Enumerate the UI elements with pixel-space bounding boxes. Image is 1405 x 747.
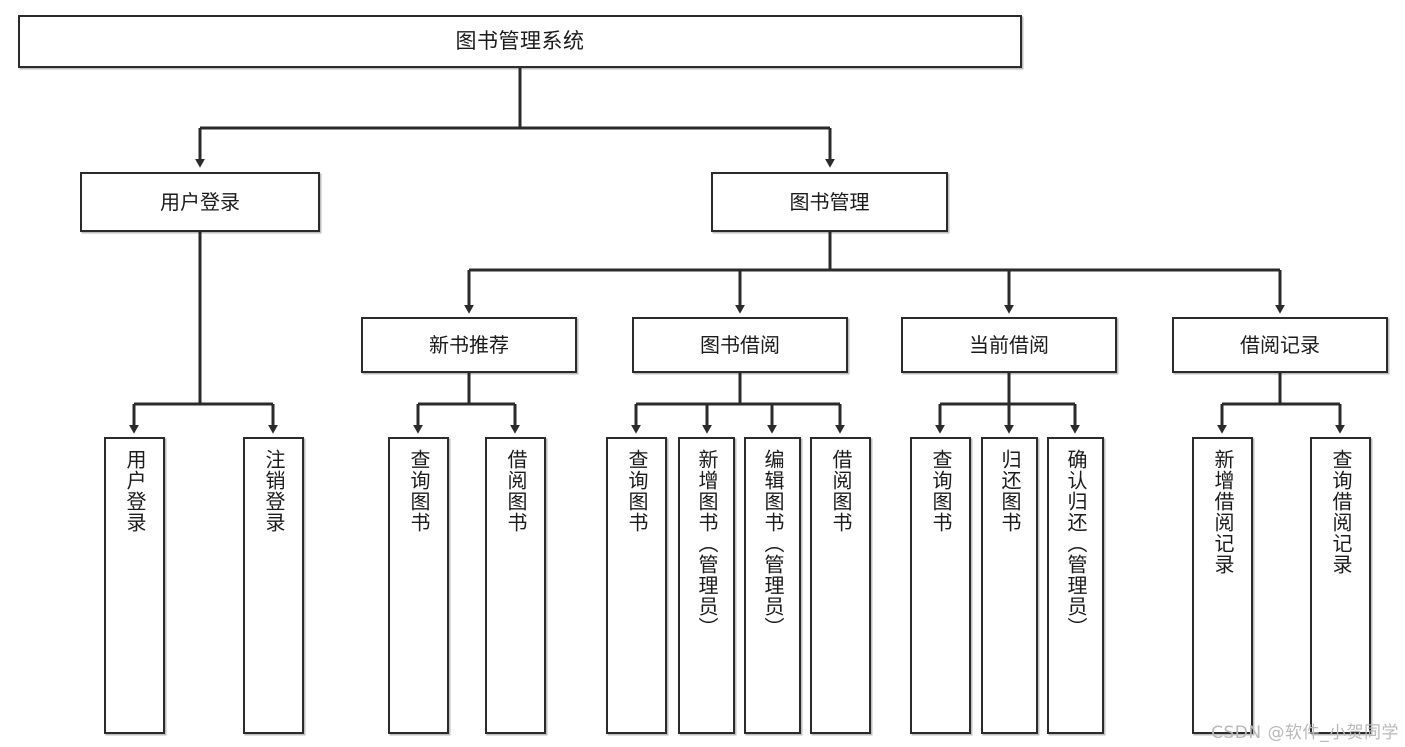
leaf-node-label: 查询借阅记录 xyxy=(1329,449,1353,575)
node-borrow-record[interactable]: 借阅记录 xyxy=(1172,317,1388,373)
leaf-node[interactable]: 查询图书 xyxy=(388,437,449,734)
node-user-login[interactable]: 用户登录 xyxy=(80,172,320,232)
leaf-node[interactable]: 编辑图书（管理员） xyxy=(744,437,801,734)
node-book-management[interactable]: 图书管理 xyxy=(711,172,948,232)
node-new-book-recommend-label: 新书推荐 xyxy=(429,332,509,357)
watermark: CSDN @软件_小贺同学 xyxy=(1211,723,1399,743)
leaf-node-label: 借阅图书 xyxy=(504,449,528,533)
node-current-borrow-label: 当前借阅 xyxy=(969,332,1049,357)
node-root[interactable]: 图书管理系统 xyxy=(18,15,1022,68)
node-book-borrow[interactable]: 图书借阅 xyxy=(632,317,848,373)
leaf-node-label: 查询图书 xyxy=(929,449,953,533)
leaf-node-label: 查询图书 xyxy=(625,449,649,533)
node-user-login-label: 用户登录 xyxy=(160,189,240,214)
node-root-label: 图书管理系统 xyxy=(455,28,585,53)
leaf-node-label: 用户登录 xyxy=(123,449,147,533)
leaf-node[interactable]: 借阅图书 xyxy=(485,437,546,734)
leaf-node-label: 归还图书 xyxy=(998,449,1022,533)
leaf-node-label: 借阅图书 xyxy=(829,449,853,533)
node-new-book-recommend[interactable]: 新书推荐 xyxy=(361,317,577,373)
leaf-node[interactable]: 新增借阅记录 xyxy=(1192,437,1253,734)
leaf-node[interactable]: 用户登录 xyxy=(104,437,165,734)
leaf-node[interactable]: 确认归还（管理员） xyxy=(1047,437,1104,734)
leaf-node-label: 新增借阅记录 xyxy=(1211,449,1235,575)
leaf-node[interactable]: 查询图书 xyxy=(606,437,667,734)
leaf-node-label: 新增图书（管理员） xyxy=(695,449,719,638)
leaf-node[interactable]: 查询图书 xyxy=(910,437,971,734)
node-current-borrow[interactable]: 当前借阅 xyxy=(901,317,1117,373)
leaf-node[interactable]: 注销登录 xyxy=(243,437,304,734)
leaf-node[interactable]: 借阅图书 xyxy=(810,437,871,734)
leaf-node-label: 注销登录 xyxy=(262,449,286,533)
node-book-management-label: 图书管理 xyxy=(789,189,870,214)
leaf-node-label: 编辑图书（管理员） xyxy=(761,449,785,638)
leaf-node[interactable]: 归还图书 xyxy=(981,437,1038,734)
node-borrow-record-label: 借阅记录 xyxy=(1240,332,1320,357)
leaf-node[interactable]: 查询借阅记录 xyxy=(1310,437,1371,734)
leaf-node[interactable]: 新增图书（管理员） xyxy=(678,437,735,734)
node-book-borrow-label: 图书借阅 xyxy=(700,332,780,357)
leaf-node-label: 确认归还（管理员） xyxy=(1064,449,1088,638)
leaf-node-label: 查询图书 xyxy=(407,449,431,533)
